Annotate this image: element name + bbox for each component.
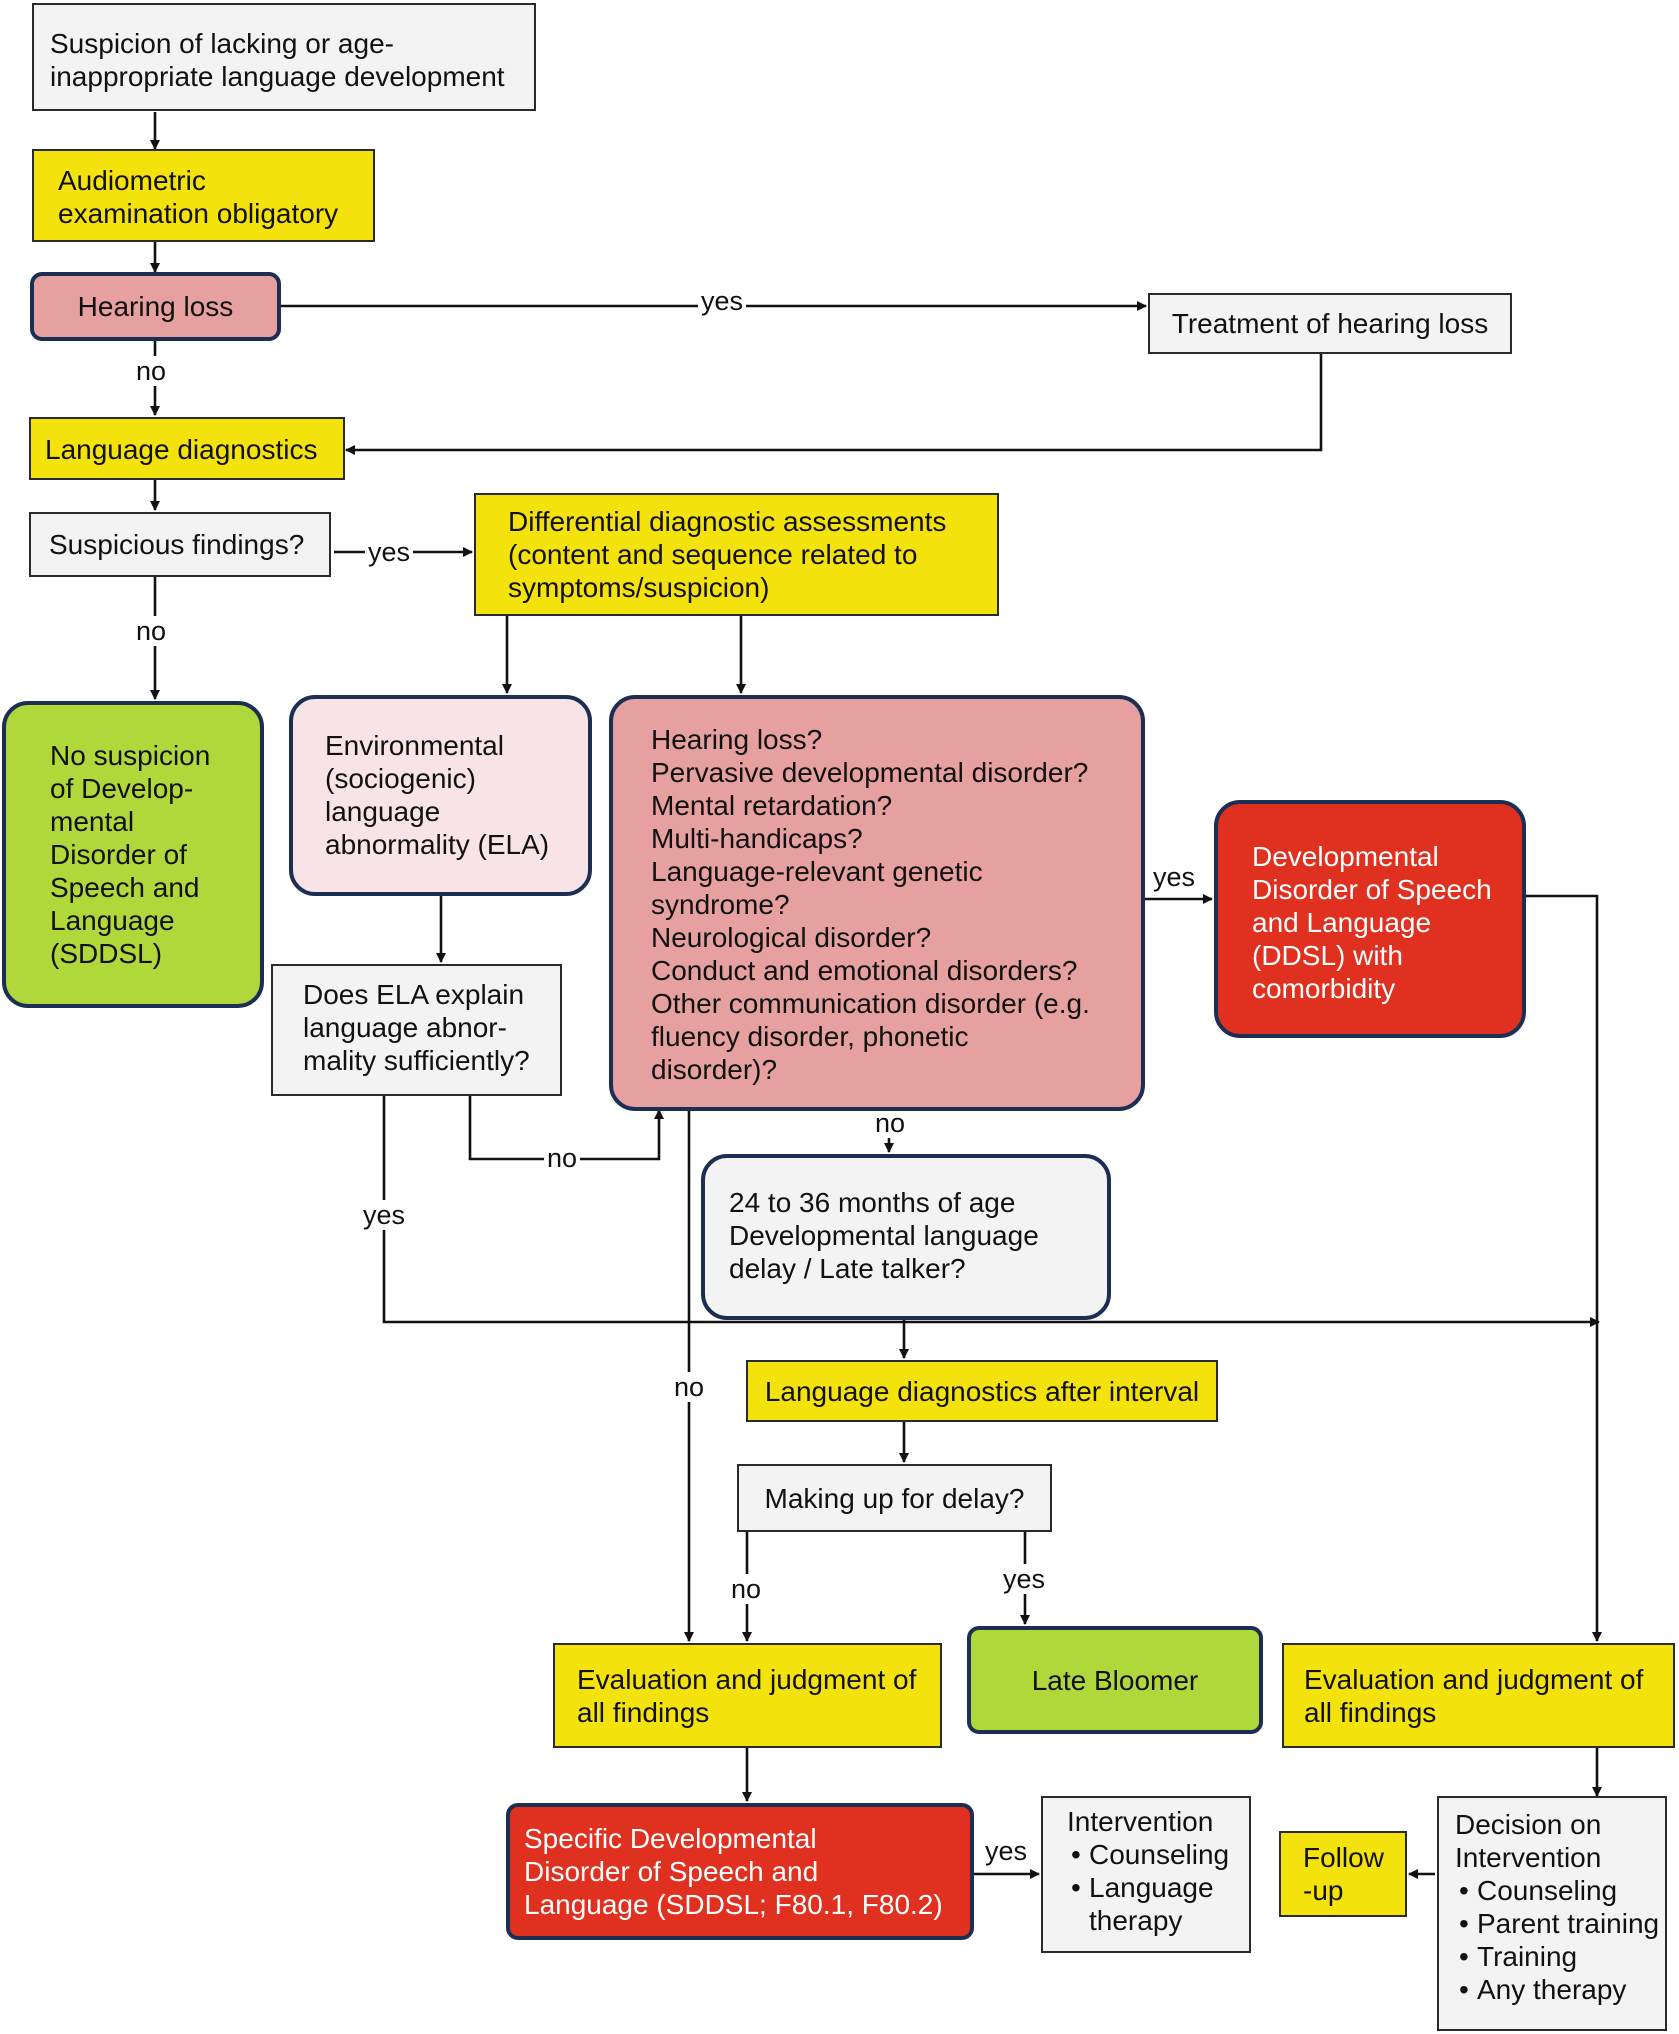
label-questions-no-latetalker: no bbox=[872, 1108, 909, 1138]
label-hearing-yes: yes bbox=[698, 286, 747, 316]
label-questions-yes: yes bbox=[1150, 862, 1199, 892]
intervention-item: Language therapy bbox=[1067, 1871, 1239, 1937]
node-language-diagnostics-interval: Language diagnostics after interval bbox=[746, 1360, 1218, 1422]
decision-item: Any therapy bbox=[1455, 1973, 1665, 2006]
node-suspicion: Suspicion of lacking or age- inappropria… bbox=[32, 3, 536, 111]
label-ela-no: no bbox=[544, 1143, 581, 1173]
node-differential-questions: Hearing loss? Pervasive developmental di… bbox=[609, 695, 1145, 1111]
node-late-bloomer: Late Bloomer bbox=[967, 1626, 1263, 1734]
label-suspicious-yes: yes bbox=[365, 537, 414, 567]
node-sddsl: Specific Developmental Disorder of Speec… bbox=[506, 1803, 974, 1940]
edge-ddsl-evalright bbox=[1526, 894, 1602, 1642]
node-ela: Environmental (sociogenic) language abno… bbox=[289, 695, 592, 896]
decision-item: Training bbox=[1455, 1940, 1665, 1973]
edge-treatment-langdiag bbox=[345, 354, 1323, 455]
node-evaluation-left: Evaluation and judgment of all findings bbox=[553, 1643, 942, 1748]
label-questions-no-down: no bbox=[671, 1372, 708, 1402]
decision-item: Parent training bbox=[1455, 1907, 1665, 1940]
label-ela-yes: yes bbox=[360, 1200, 409, 1230]
label-sddsl-yes: yes bbox=[982, 1836, 1031, 1866]
node-ela-explain: Does ELA explain language abnor- mality … bbox=[271, 964, 562, 1096]
node-evaluation-right: Evaluation and judgment of all findings bbox=[1282, 1643, 1675, 1748]
label-makingup-yes: yes bbox=[1000, 1564, 1049, 1594]
node-treatment: Treatment of hearing loss bbox=[1148, 293, 1512, 354]
node-no-suspicion: No suspicion of Develop- mental Disorder… bbox=[2, 701, 264, 1008]
label-hearing-no: no bbox=[133, 356, 170, 386]
node-intervention: Intervention Counseling Language therapy bbox=[1041, 1796, 1251, 1953]
intervention-item: Counseling bbox=[1067, 1838, 1249, 1871]
node-decision: Decision on Intervention Counseling Pare… bbox=[1437, 1796, 1667, 2031]
node-audiometric: Audiometric examination obligatory bbox=[32, 149, 375, 242]
node-late-talker: 24 to 36 months of age Developmental lan… bbox=[701, 1154, 1111, 1320]
label-makingup-no: no bbox=[728, 1574, 765, 1604]
label-suspicious-no: no bbox=[133, 616, 170, 646]
decision-item: Counseling bbox=[1455, 1874, 1665, 1907]
edge-elaexplain-right bbox=[382, 1096, 1600, 1327]
node-language-diagnostics: Language diagnostics bbox=[29, 417, 345, 480]
node-differential: Differential diagnostic assessments (con… bbox=[474, 493, 999, 616]
node-suspicious-findings: Suspicious findings? bbox=[29, 512, 331, 577]
intervention-list: Counseling Language therapy bbox=[1067, 1838, 1249, 1937]
node-ddsl-comorbidity: Developmental Disorder of Speech and Lan… bbox=[1214, 800, 1526, 1038]
decision-list: Counseling Parent training Training Any … bbox=[1455, 1874, 1665, 2006]
node-hearing-loss: Hearing loss bbox=[30, 272, 281, 341]
node-follow-up: Follow -up bbox=[1279, 1831, 1407, 1917]
node-making-up: Making up for delay? bbox=[737, 1464, 1052, 1532]
